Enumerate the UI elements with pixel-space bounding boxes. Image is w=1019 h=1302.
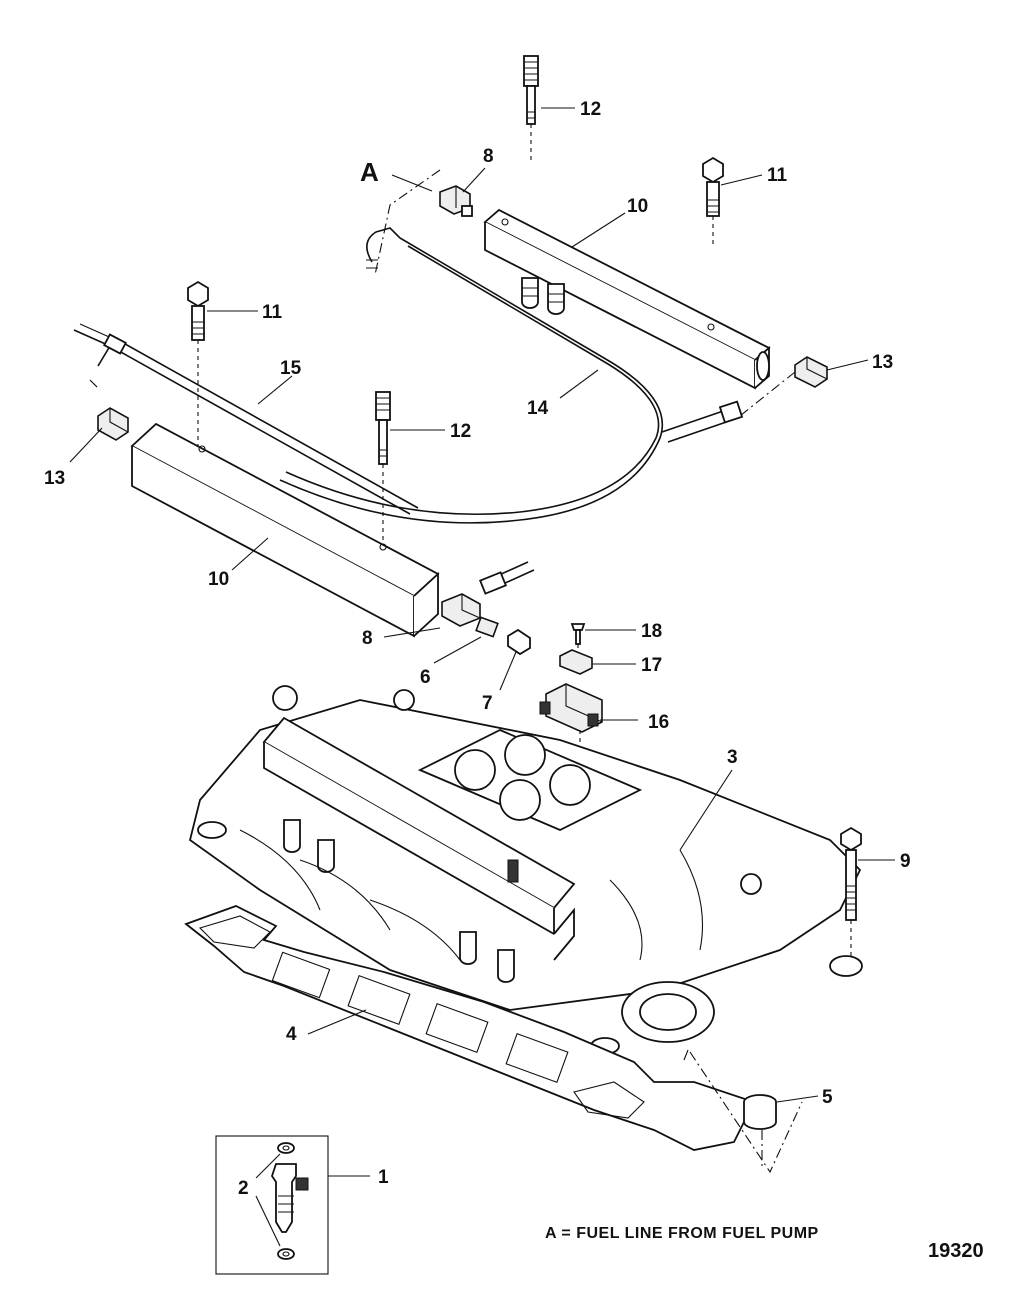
- callout-4: 4: [286, 1024, 297, 1045]
- callout-1: 1: [378, 1167, 389, 1188]
- leader-13-left: [69, 427, 103, 463]
- leader-5: [776, 1095, 819, 1103]
- fuel-rail-10-right: [483, 208, 771, 390]
- bracket-17: [559, 649, 593, 675]
- leader-7: [499, 651, 517, 691]
- callout-18: 18: [641, 621, 662, 642]
- fuel-line-15: [73, 323, 419, 515]
- clip-13-right: [794, 356, 828, 388]
- leader-13-right: [826, 359, 869, 371]
- callout-2: 2: [238, 1178, 249, 1199]
- leader-3: [679, 769, 733, 851]
- callout-13-left: 13: [44, 468, 65, 489]
- callout-10-top: 10: [627, 196, 648, 217]
- crossover-fuel-line-14: [279, 227, 744, 595]
- leader-8-lower: [383, 627, 441, 638]
- callout-8-top: 8: [483, 146, 494, 167]
- bolt-11-left: [187, 280, 209, 450]
- leader-11-right: [720, 174, 763, 186]
- leader-8-top: [462, 167, 486, 193]
- callout-10-left: 10: [208, 569, 229, 590]
- callout-6: 6: [420, 667, 431, 688]
- callout-12-top: 12: [580, 99, 601, 120]
- fitting-8-lower: [441, 593, 481, 627]
- leader-6: [433, 636, 482, 664]
- leader-10-top: [571, 212, 626, 248]
- callout-14: 14: [527, 398, 549, 419]
- sensor-16: [539, 683, 603, 733]
- callout-5: 5: [822, 1087, 833, 1108]
- clip-13-left: [97, 407, 129, 441]
- callout-17: 17: [641, 655, 662, 676]
- injector-kit-1: [215, 1135, 329, 1275]
- leader-15: [257, 375, 293, 405]
- gasket-4: [184, 905, 756, 1151]
- callout-16: 16: [648, 712, 669, 733]
- callout-3: 3: [727, 747, 738, 768]
- leader-14: [559, 369, 599, 399]
- fitting-6: [475, 616, 499, 638]
- callout-11-left: 11: [262, 302, 283, 323]
- callout-13-right: 13: [872, 352, 893, 373]
- stud-12-top: [523, 55, 539, 164]
- callout-8-lower: 8: [362, 628, 373, 649]
- callout-12-center: 12: [450, 421, 471, 442]
- stud-12-center: [375, 391, 391, 544]
- callout-11-right: 11: [767, 165, 788, 186]
- bolt-11-right: [702, 156, 724, 244]
- figure-number: 19320: [928, 1240, 984, 1262]
- callout-9: 9: [900, 851, 911, 872]
- fitting-8-top: [439, 185, 473, 217]
- bolt-9: [840, 826, 862, 960]
- legend-note: A = FUEL LINE FROM FUEL PUMP: [545, 1225, 819, 1242]
- callout-A: A: [360, 157, 379, 187]
- fuel-rail-10-left: [130, 422, 440, 638]
- leader-10-left: [231, 537, 269, 571]
- leader-4: [307, 1009, 367, 1035]
- callout-15: 15: [280, 358, 302, 379]
- plug-5: [743, 1094, 777, 1130]
- callout-7: 7: [482, 693, 493, 714]
- cap-7: [507, 628, 531, 656]
- screw-18: [570, 623, 586, 656]
- intake-manifold-3: [188, 685, 863, 1121]
